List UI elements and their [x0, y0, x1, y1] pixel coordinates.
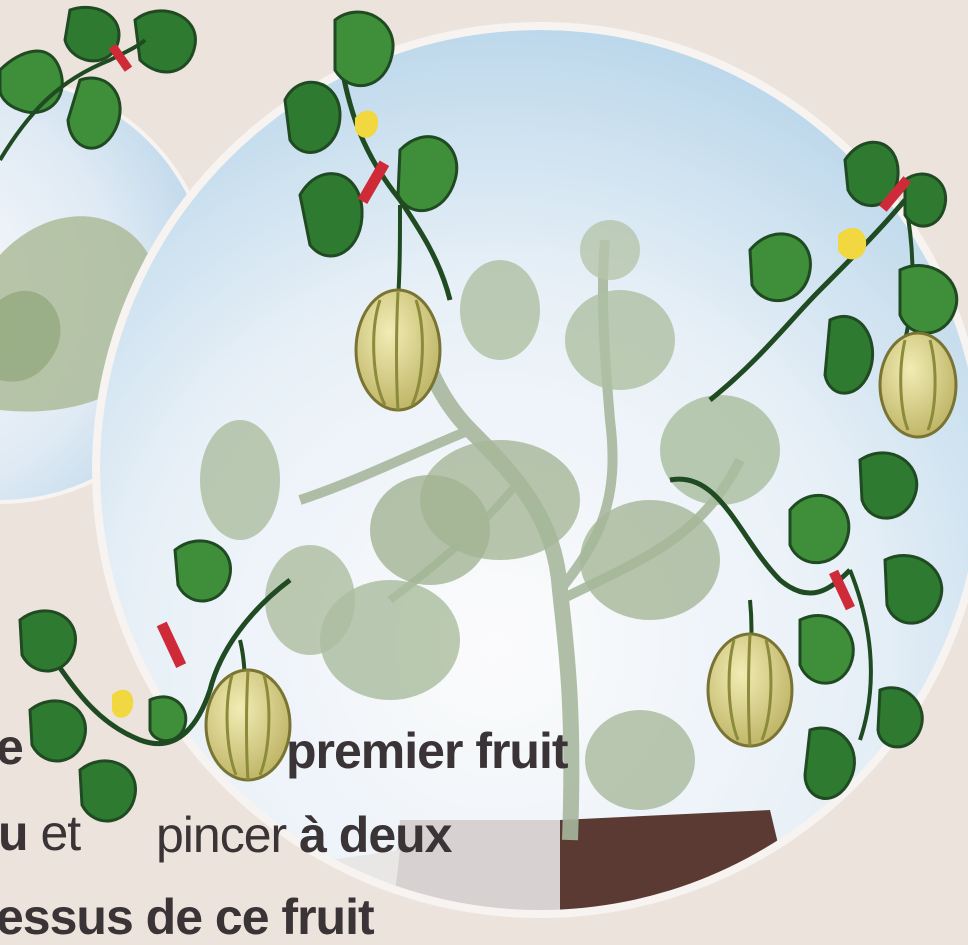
caption-line3: essus de ce fruit	[0, 892, 374, 942]
caption-line1-fragment: e	[0, 722, 23, 772]
caption-line2-fragment: u et	[0, 808, 80, 858]
caption-line1-main: premier fruit	[286, 726, 568, 776]
caption-line2-main: pincer à deux	[156, 810, 451, 860]
top-melon	[356, 290, 440, 410]
